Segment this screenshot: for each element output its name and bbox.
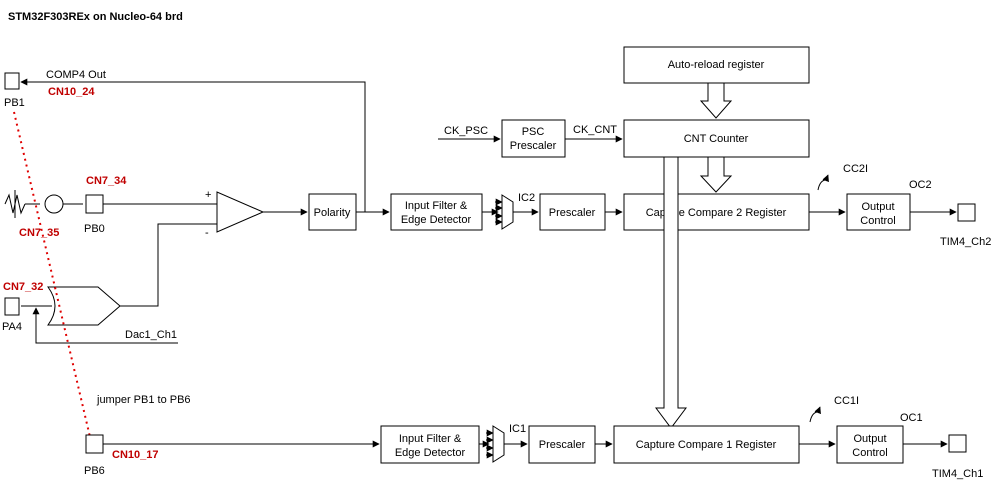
auto-reload-block bbox=[623, 46, 810, 84]
prescaler-top-label: Prescaler bbox=[549, 207, 596, 219]
comparator-symbol bbox=[216, 191, 265, 233]
input-filter-bot-line1: Input Filter & bbox=[399, 433, 462, 445]
polarity-label: Polarity bbox=[314, 207, 351, 219]
capture-compare-2-block bbox=[623, 193, 810, 231]
pin-pb0-label: PB0 bbox=[84, 223, 105, 235]
prescaler-top-block bbox=[539, 193, 606, 231]
input-filter-top-line2: Edge Detector bbox=[401, 214, 472, 226]
pin-pb0-pad bbox=[85, 194, 104, 214]
cnt-counter-label: CNT Counter bbox=[684, 133, 749, 145]
diagram-title: STM32F303REx on Nucleo-64 brd bbox=[8, 11, 183, 23]
comp4-out-wire bbox=[20, 78, 366, 212]
capture-compare-2-label: Capture Compare 2 Register bbox=[646, 207, 787, 219]
ic2-label: IC2 bbox=[518, 192, 535, 204]
cnt-to-cc2-arrow-icon bbox=[699, 156, 733, 193]
polarity-block bbox=[308, 193, 357, 231]
comp4-out-label: COMP4 Out bbox=[46, 69, 106, 81]
pin-pb1-pad bbox=[4, 72, 20, 90]
input-filter-top-line1: Input Filter & bbox=[405, 200, 468, 212]
output-control-bot-line1: Output bbox=[853, 433, 886, 445]
tim4-ch2-label: TIM4_Ch2 bbox=[940, 236, 991, 248]
psc-prescaler-line1: PSC bbox=[522, 126, 545, 138]
connector-cn7-32: CN7_32 bbox=[3, 281, 43, 293]
output-control-top-line1: Output bbox=[861, 201, 894, 213]
cc1i-arrow-icon bbox=[809, 406, 821, 423]
tim4-ch2-pad bbox=[957, 203, 976, 222]
connector-cn7-34: CN7_34 bbox=[86, 175, 127, 187]
pin-pa4-pad bbox=[4, 297, 20, 316]
capture-compare-1-label: Capture Compare 1 Register bbox=[636, 439, 777, 451]
input-filter-top-block bbox=[390, 193, 483, 231]
dac1-ch1-label: Dac1_Ch1 bbox=[125, 329, 177, 341]
output-control-bot-line2: Control bbox=[852, 447, 887, 459]
comp-plus-label: + bbox=[205, 189, 211, 201]
comp-minus-label: - bbox=[205, 227, 209, 239]
oc1-label: OC1 bbox=[900, 412, 923, 424]
cc2i-arrow-icon bbox=[817, 174, 829, 191]
pin-pb6-label: PB6 bbox=[84, 465, 105, 477]
cc2i-label: CC2I bbox=[843, 163, 868, 175]
connector-cn10-17: CN10_17 bbox=[112, 449, 158, 461]
prescaler-bot-block bbox=[528, 425, 596, 464]
pin-pa4-label: PA4 bbox=[2, 321, 22, 333]
cc1i-label: CC1I bbox=[834, 395, 859, 407]
psc-prescaler-line2: Prescaler bbox=[510, 140, 557, 152]
dac1-ch1-wire bbox=[32, 307, 178, 344]
auto-reload-label: Auto-reload register bbox=[668, 59, 765, 71]
pin-pb6-pad bbox=[85, 434, 104, 454]
ck-cnt-label: CK_CNT bbox=[573, 124, 617, 136]
tim4-ch1-pad bbox=[948, 434, 967, 453]
pin-pb1-label: PB1 bbox=[4, 97, 25, 109]
input-filter-bot-line2: Edge Detector bbox=[395, 447, 466, 459]
jumper-label: jumper PB1 to PB6 bbox=[96, 394, 191, 406]
connector-cn7-35: CN7_35 bbox=[19, 227, 59, 239]
capture-compare-1-block bbox=[613, 425, 800, 464]
ck-psc-label: CK_PSC bbox=[444, 125, 488, 137]
cnt-counter-block bbox=[623, 119, 810, 158]
ic1-label: IC1 bbox=[509, 423, 526, 435]
ic2-mux-symbol bbox=[501, 194, 514, 230]
jumper-wire bbox=[13, 111, 91, 438]
ic1-mux-symbol bbox=[492, 425, 505, 463]
tim4-ch1-label: TIM4_Ch1 bbox=[932, 468, 983, 480]
connector-cn10-24: CN10_24 bbox=[48, 86, 95, 98]
dac-mux-symbol bbox=[47, 286, 121, 326]
cnt-to-cc1-arrow-icon bbox=[655, 156, 687, 429]
reload-to-cnt-arrow-icon bbox=[699, 82, 733, 119]
oc2-label: OC2 bbox=[909, 179, 932, 191]
output-control-bot-block bbox=[836, 425, 904, 464]
comp-minus-wire bbox=[120, 223, 217, 307]
output-control-top-block bbox=[846, 193, 911, 231]
probe-loop-icon bbox=[44, 194, 64, 214]
output-control-top-line2: Control bbox=[860, 215, 895, 227]
prescaler-bot-label: Prescaler bbox=[539, 439, 586, 451]
